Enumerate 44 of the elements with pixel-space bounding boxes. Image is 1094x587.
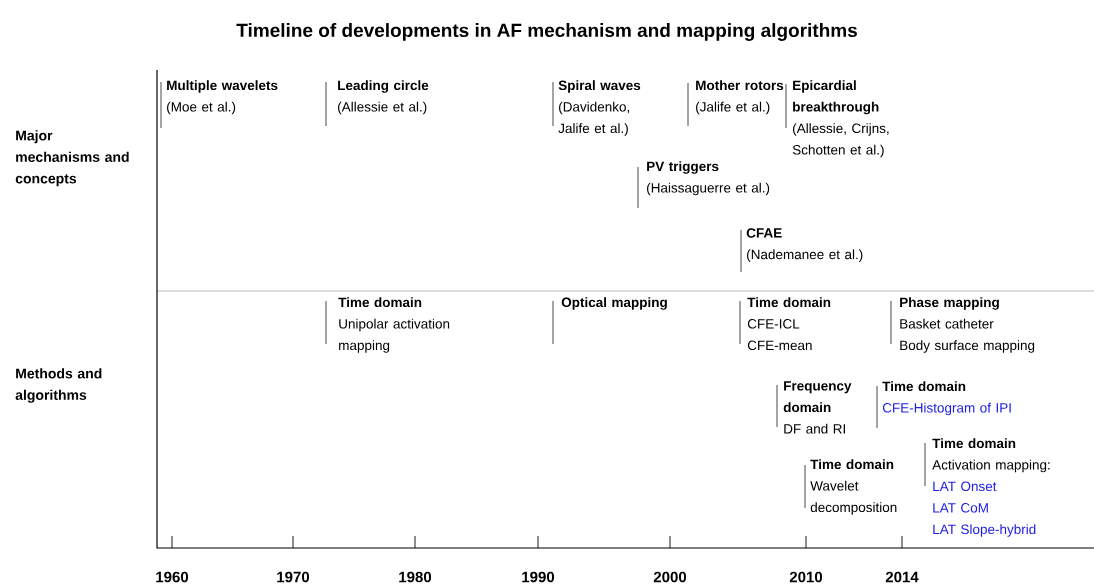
- entry-text: Activation mapping:: [932, 459, 1050, 473]
- entry-text: CFE-ICL: [747, 319, 800, 329]
- entry-text: CFE-mean: [747, 340, 812, 351]
- entry-heading: Time domain: [338, 297, 422, 308]
- entry-text: LAT CoM: [933, 503, 988, 513]
- year-label: 1970: [277, 571, 310, 583]
- entry-heading: Phase mapping: [900, 297, 999, 310]
- title: Timeline of developments in AF mechanism and mapping algorithms: [236, 23, 857, 41]
- entry-text: (Davidenko, Jalife et al.): [558, 101, 629, 136]
- entry-text: (Allessie, Crijns, Schotten et al.): [792, 123, 889, 158]
- entry-heading: Leading circle: [338, 80, 429, 93]
- entry-heading: Frequency domain: [783, 381, 852, 413]
- entry-heading: Time domain: [810, 459, 894, 470]
- year-label: 2010: [789, 571, 823, 583]
- year-label: 1980: [399, 571, 432, 583]
- entry-text: (Jalife et al.): [696, 101, 770, 115]
- entry-text: Unipolar activation mapping: [339, 318, 450, 353]
- entry-text: LAT Slope-hybrid: [933, 524, 1036, 537]
- row-heading: Major mechanisms and concepts: [15, 130, 129, 187]
- entry-text: (Allessie et al.): [338, 101, 427, 115]
- entry-text: (Haissaguerre et al.): [647, 182, 770, 196]
- year-label: 1990: [522, 571, 555, 583]
- row-heading: Methods and algorithms: [15, 368, 102, 403]
- entry-text: Wavelet decomposition: [810, 480, 897, 515]
- entry-text: (Nademanee et al.): [747, 249, 863, 262]
- entry-heading: Mother rotors: [696, 80, 784, 91]
- entry-text: Basket catheter: [900, 318, 994, 329]
- entry-heading: Multiple wavelets: [167, 80, 278, 93]
- year-label: 2000: [653, 571, 687, 583]
- entry-text: LAT Onset: [933, 481, 997, 492]
- entry-heading: Time domain: [932, 438, 1016, 449]
- entry-heading: PV triggers: [647, 161, 719, 174]
- entry-heading: CFAE: [746, 228, 782, 238]
- entry-heading: Epicardial breakthrough: [793, 80, 879, 115]
- year-label: 1960: [156, 571, 189, 583]
- entry-text: CFE-Histogram of IPI: [882, 402, 1011, 416]
- entry-text: DF and RI: [784, 423, 845, 434]
- year-label: 2014: [885, 571, 919, 583]
- entry-text: Body surface mapping: [900, 340, 1035, 353]
- entry-text: (Moe et al.): [167, 101, 236, 115]
- entry-heading: Optical mapping: [561, 297, 667, 310]
- entry-heading: Time domain: [882, 381, 966, 392]
- entry-heading: Time domain: [747, 297, 831, 308]
- entry-heading: Spiral waves: [558, 80, 641, 93]
